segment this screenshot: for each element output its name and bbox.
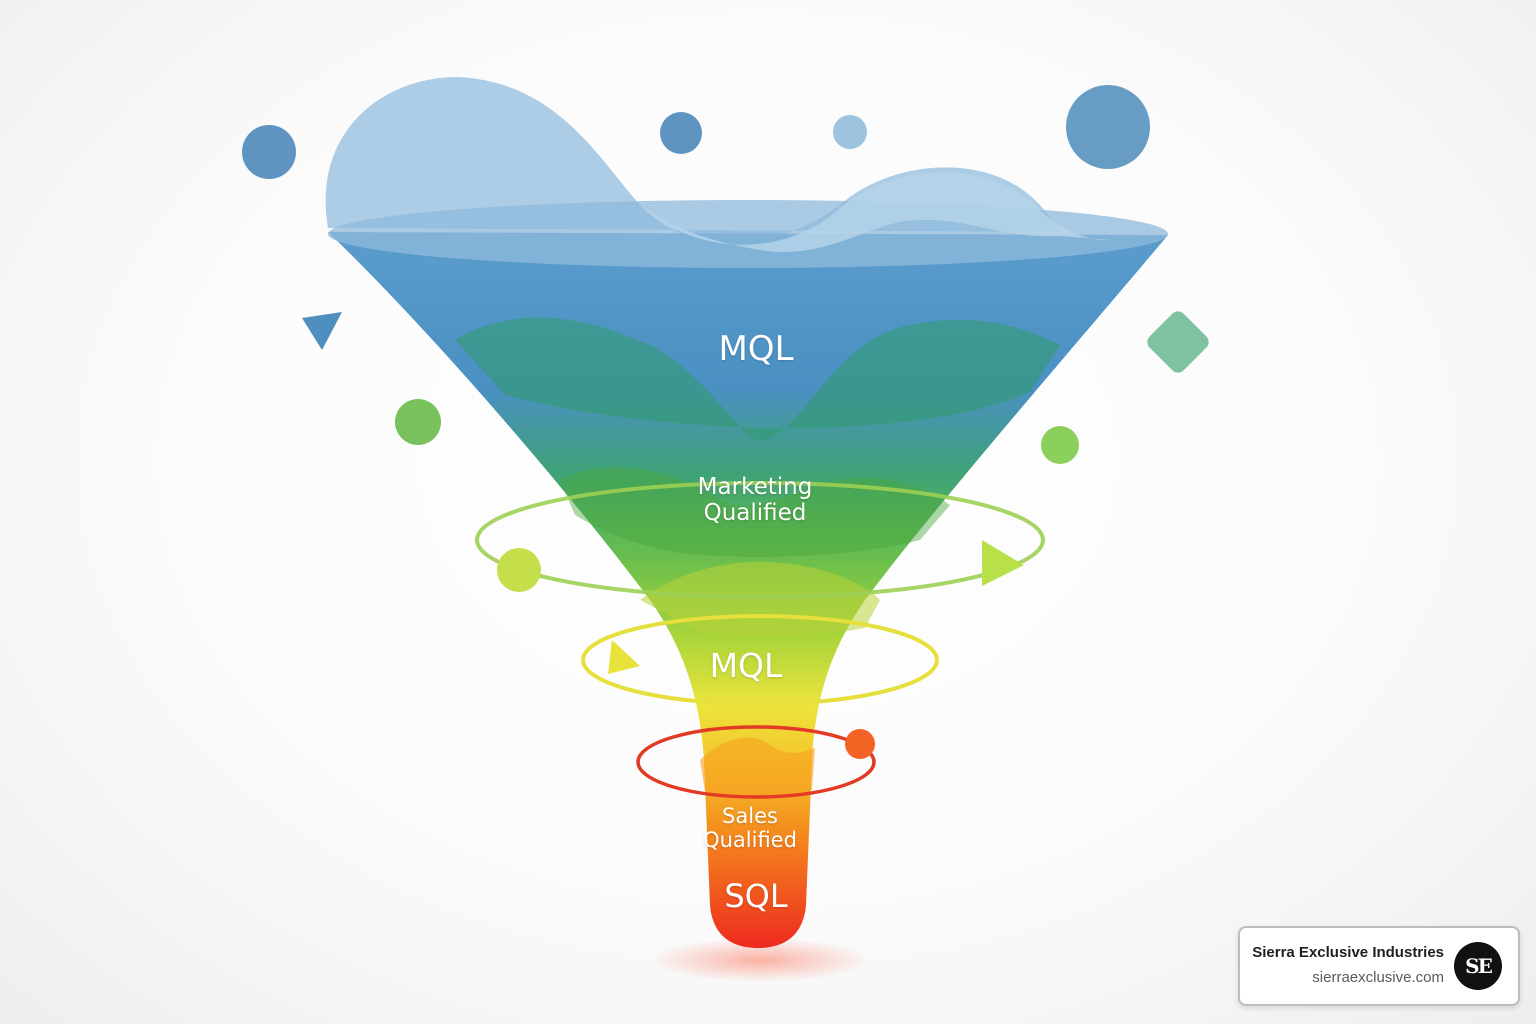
stage-label-mql-middle: MQL bbox=[709, 646, 783, 685]
brand-name: Sierra Exclusive Industries bbox=[1252, 944, 1444, 961]
funnel-top-wave bbox=[640, 172, 1110, 253]
brand-card[interactable]: Sierra Exclusive Industries sierraexclus… bbox=[1238, 926, 1520, 1006]
stage-label-marketing-qualified: Marketing Qualified bbox=[697, 474, 813, 527]
decor-circle-blue-3 bbox=[833, 115, 867, 149]
orbit-ring-yellow bbox=[581, 614, 939, 706]
decor-diamond-green bbox=[1147, 311, 1209, 373]
decor-triangle-blue bbox=[302, 312, 342, 350]
decor-triangle-lime bbox=[982, 540, 1024, 586]
stage-label-sales-qualified: Sales Qualified bbox=[703, 804, 797, 853]
decor-circle-blue-2 bbox=[660, 112, 702, 154]
orbit-ring-red bbox=[636, 725, 876, 799]
funnel-glow bbox=[650, 938, 870, 982]
stage-label-sql: SQL bbox=[724, 877, 788, 915]
decor-circle-green-1 bbox=[395, 399, 441, 445]
decor-circle-blue-1 bbox=[242, 125, 296, 179]
brand-logo: SE bbox=[1454, 942, 1502, 990]
decor-circle-lime bbox=[497, 548, 541, 592]
decor-circle-orange bbox=[845, 729, 875, 759]
funnel-wave-green bbox=[560, 467, 950, 557]
decor-circle-green-2 bbox=[1041, 426, 1079, 464]
funnel-wave-blue-green bbox=[455, 317, 1060, 440]
funnel-wave-orange bbox=[700, 737, 815, 797]
orbit-ring-green bbox=[475, 481, 1045, 599]
decor-circle-blue-4 bbox=[1066, 85, 1150, 169]
stage-label-mql-top: MQL bbox=[718, 329, 794, 369]
decor-triangle-yellow bbox=[608, 640, 640, 674]
brand-url[interactable]: sierraexclusive.com bbox=[1312, 969, 1444, 986]
